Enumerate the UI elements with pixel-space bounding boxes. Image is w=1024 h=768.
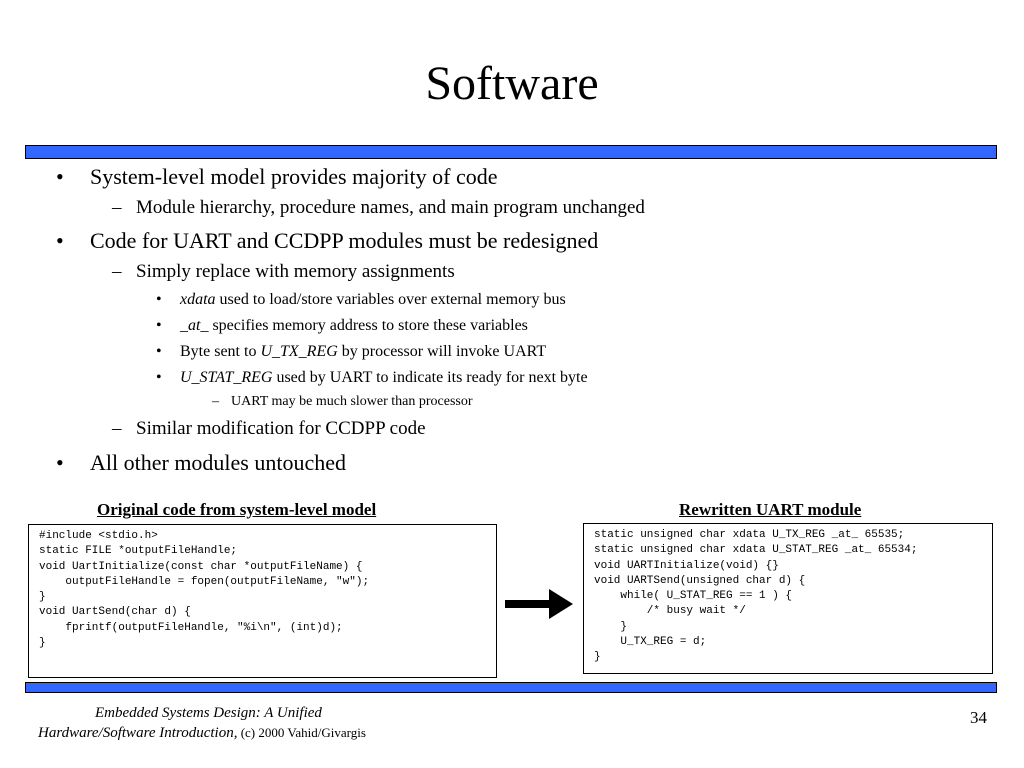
- sub-sub-bullet-stat-reg: U_STAT_REG used by UART to indicate its …: [180, 368, 588, 388]
- sub-bullet-module-hierarchy: Module hierarchy, procedure names, and m…: [136, 197, 645, 218]
- rewritten-code: static unsigned char xdata U_TX_REG _at_…: [594, 529, 918, 664]
- footer-subtitle-italic: Hardware/Software Introduction,: [38, 725, 238, 741]
- dash-marker: –: [112, 197, 122, 218]
- footer-copyright: (c) 2000 Vahid/Givargis: [237, 725, 366, 740]
- xdata-text: used to load/store variables over extern…: [215, 291, 566, 308]
- original-code: #include <stdio.h> static FILE *outputFi…: [39, 530, 370, 650]
- sub-bullet-memory-assignments: Simply replace with memory assignments: [136, 261, 455, 282]
- bullet-marker: •: [156, 343, 162, 360]
- page-number: 34: [970, 708, 987, 727]
- at-keyword: _at_: [180, 317, 209, 334]
- sub-sub-bullet-at: _at_ specifies memory address to store t…: [180, 316, 528, 336]
- bullet-marker: •: [56, 164, 64, 189]
- tx-reg-post: by processor will invoke UART: [337, 343, 547, 360]
- stat-reg-keyword: U_STAT_REG: [180, 369, 273, 386]
- right-arrow-icon: [505, 589, 573, 619]
- bullet-other-modules: All other modules untouched: [90, 450, 347, 475]
- bullet-code-redesign: Code for UART and CCDPP modules must be …: [90, 228, 599, 253]
- level4-uart-slower: UART may be much slower than processor: [231, 394, 473, 409]
- footer-book-title: Embedded Systems Design: A Unified: [95, 705, 322, 721]
- xdata-keyword: xdata: [180, 291, 216, 308]
- bottom-rule: [25, 682, 997, 693]
- slide-title: Software: [425, 57, 599, 110]
- rewritten-code-box: static unsigned char xdata U_TX_REG _at_…: [583, 523, 993, 674]
- caption-original-code: Original code from system-level model: [97, 500, 377, 519]
- top-rule: [25, 145, 997, 159]
- dash-marker: –: [112, 261, 122, 282]
- bullet-marker: •: [156, 291, 162, 308]
- bullet-marker: •: [56, 450, 64, 475]
- bullet-system-level-model: System-level model provides majority of …: [90, 164, 498, 189]
- bullet-marker: •: [156, 369, 162, 386]
- stat-reg-text: used by UART to indicate its ready for n…: [272, 369, 588, 386]
- sub-sub-bullet-xdata: xdata used to load/store variables over …: [180, 290, 566, 310]
- sub-bullet-ccdpp: Similar modification for CCDPP code: [136, 418, 426, 439]
- sub-sub-bullet-tx-reg: Byte sent to U_TX_REG by processor will …: [180, 342, 546, 362]
- dash-marker: –: [112, 418, 122, 439]
- dash-marker: –: [212, 394, 219, 409]
- tx-reg-keyword: U_TX_REG: [260, 343, 338, 360]
- footer-subtitle: Hardware/Software Introduction, (c) 2000…: [38, 723, 366, 743]
- bullet-marker: •: [56, 228, 64, 253]
- caption-rewritten-uart: Rewritten UART module: [679, 500, 862, 519]
- original-code-box: #include <stdio.h> static FILE *outputFi…: [28, 524, 497, 678]
- at-text: specifies memory address to store these …: [208, 317, 528, 334]
- tx-reg-pre: Byte sent to: [180, 343, 261, 360]
- bullet-marker: •: [156, 317, 162, 334]
